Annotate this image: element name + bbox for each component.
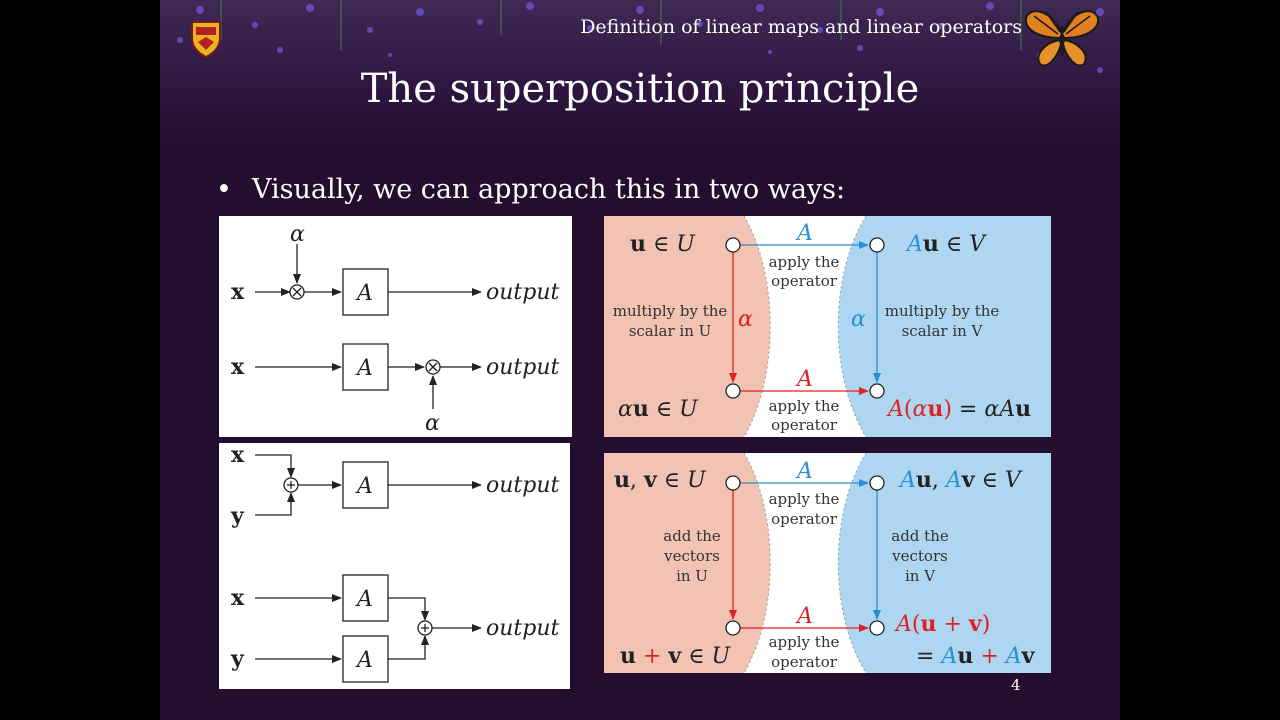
addition-row2-operator-top: A [355, 587, 373, 612]
scalar-top-arrow-label: A [795, 221, 813, 246]
addition-bottom-right-line1: A(u + v) [894, 611, 990, 637]
scalar-apply-top-2: operator [771, 272, 838, 290]
addition-apply-top-2: operator [771, 510, 838, 528]
butterfly-icon [1024, 10, 1100, 67]
addition-right-text-2: vectors [891, 547, 948, 565]
addition-row2-input-y: y [230, 646, 245, 672]
scalar-right-text-2: scalar in V [902, 322, 984, 340]
scalar-apply-top-1: apply the [769, 253, 840, 271]
addition-bottom-right-line2: = Au + Av [916, 643, 1036, 669]
addition-row1-input-y: y [230, 503, 245, 529]
scalar-row1-output: output [486, 280, 560, 305]
bullet-symbol: • [216, 174, 232, 205]
commutative-diagram-scalar: u ∈ U Au ∈ V αu ∈ U A(αu) = αAu A A α α … [604, 216, 1051, 437]
addition-left-text-2: vectors [663, 547, 720, 565]
addition-left-text-3: in U [676, 567, 708, 585]
addition-row1-operator: A [355, 474, 373, 499]
addition-right-text-1: add the [891, 527, 949, 545]
scalar-bottom-left: αu ∈ U [618, 396, 699, 422]
scalar-left-arrow-label: α [738, 307, 753, 332]
scalar-row1-alpha: α [290, 222, 305, 247]
addition-row1-input-x: x [231, 443, 245, 468]
scalar-row1-input: x [231, 279, 245, 305]
addition-row2-output: output [486, 616, 560, 641]
addition-apply-bottom-1: apply the [769, 633, 840, 651]
section-title: Definition of linear maps and linear ope… [580, 16, 1022, 38]
flower-banner [160, 0, 1120, 145]
university-crest-icon [191, 21, 221, 58]
scalar-left-text-1: multiply by the [613, 302, 728, 320]
block-diagram-addition: x y A output x y A A output [219, 443, 570, 689]
addition-row1-output: output [486, 473, 560, 498]
slide-title: The superposition principle [360, 66, 920, 112]
slide: Definition of linear maps and linear ope… [160, 0, 1120, 720]
addition-row2-operator-bottom: A [355, 648, 373, 673]
page-number: 4 [1011, 676, 1021, 694]
addition-row2-input-x: x [231, 585, 245, 611]
block-diagram-scalar: α x A output x A output α [219, 216, 572, 437]
scalar-apply-bottom-2: operator [771, 416, 838, 434]
scalar-right-text-1: multiply by the [885, 302, 1000, 320]
addition-top-right: Au, Av ∈ V [898, 467, 1023, 493]
addition-apply-top-1: apply the [769, 490, 840, 508]
scalar-bottom-right: A(αu) = αAu [886, 396, 1031, 422]
addition-right-text-3: in V [905, 567, 936, 585]
bullet-text: Visually, we can approach this in two wa… [252, 174, 846, 205]
addition-bottom-left: u + v ∈ U [620, 643, 732, 669]
scalar-top-left: u ∈ U [630, 231, 696, 257]
addition-top-left: u, v ∈ U [614, 467, 707, 493]
scalar-row1-operator: A [355, 281, 373, 306]
addition-left-text-1: add the [663, 527, 721, 545]
scalar-left-text-2: scalar in U [629, 322, 712, 340]
scalar-bottom-arrow-label: A [795, 367, 813, 392]
scalar-row2-input: x [231, 354, 245, 380]
scalar-top-right: Au ∈ V [905, 231, 987, 257]
bullet-item: • Visually, we can approach this in two w… [216, 174, 845, 205]
scalar-right-arrow-label: α [851, 307, 866, 332]
addition-apply-bottom-2: operator [771, 653, 838, 671]
commutative-diagram-addition: u, v ∈ U Au, Av ∈ V u + v ∈ U A(u + v) =… [604, 453, 1051, 673]
scalar-apply-bottom-1: apply the [769, 397, 840, 415]
addition-top-arrow-label: A [795, 459, 813, 484]
scalar-row2-alpha: α [425, 411, 440, 436]
addition-bottom-arrow-label: A [795, 604, 813, 629]
scalar-row2-output: output [486, 355, 560, 380]
scalar-row2-operator: A [355, 356, 373, 381]
